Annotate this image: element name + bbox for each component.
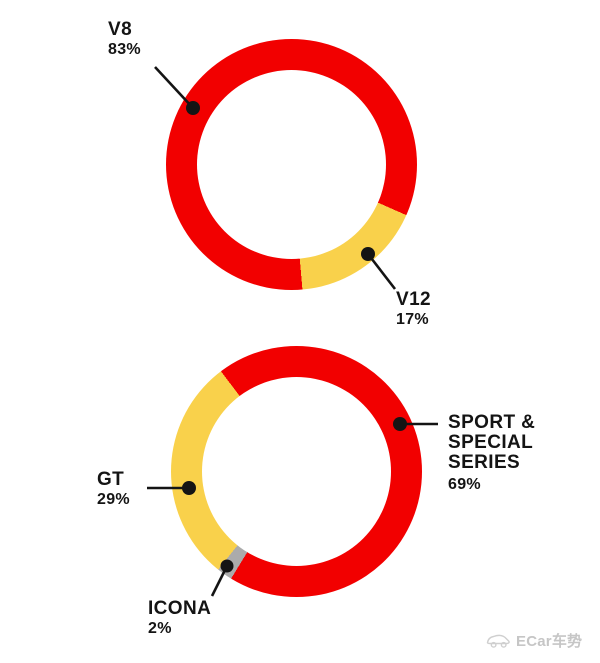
slice-label-v12: V12 17% (396, 290, 431, 329)
watermark: ECar车势 (484, 626, 582, 654)
slice-label-v8: V8 83% (108, 20, 141, 59)
slice-label-sport-special-series: SPORT & SPECIAL SERIES 69% (448, 413, 560, 494)
donut-hole (202, 377, 391, 566)
slice-name: GT (97, 469, 125, 490)
watermark-text: ECar车势 (516, 632, 583, 650)
slice-percent: 69% (448, 476, 481, 493)
slice-name: ICONA (148, 598, 212, 619)
slice-label-gt: GT 29% (97, 470, 130, 509)
donut-hole (197, 70, 386, 259)
slice-percent: 29% (97, 491, 130, 508)
slice-percent: 17% (396, 311, 429, 328)
slice-percent: 2% (148, 620, 172, 637)
slice-label-icona: ICONA 2% (148, 599, 211, 638)
slice-name: V8 (108, 19, 133, 40)
donut-chart-series-split (171, 346, 422, 597)
donut-chart-engine-split (166, 39, 417, 290)
car-logo-icon (486, 634, 510, 648)
slice-percent: 83% (108, 41, 141, 58)
slice-name: V12 (396, 289, 432, 310)
slice-name: SPORT & SPECIAL SERIES (448, 412, 536, 473)
